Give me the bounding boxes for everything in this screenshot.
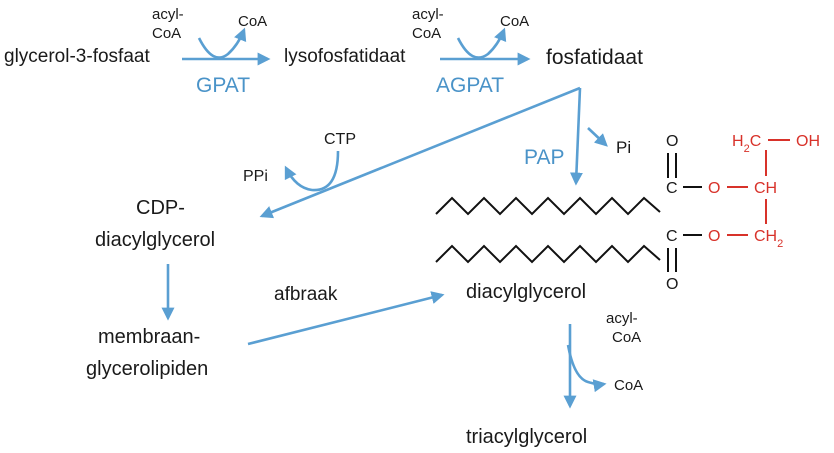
acyl-coa-1-label-top: acyl- (152, 6, 184, 23)
ctp-label: CTP (324, 131, 356, 148)
upper-carbonyl-carbon: C (666, 180, 678, 197)
glycerol-oh: OH (796, 133, 820, 150)
to-cdp-diacylglycerol-arrow (259, 86, 581, 219)
membrane-glycerolipids-label-line2: glycerolipiden (86, 358, 208, 380)
acyl-coa-2-label-top: acyl- (412, 6, 444, 23)
pap-enzyme-label: PAP (524, 146, 564, 169)
lysophosphatidate-label: lysofosfatidaat (284, 46, 406, 67)
agpat-cofactor-curve (456, 27, 507, 59)
glycerol-3-phosphate-label: glycerol-3-fosfaat (4, 46, 150, 67)
coa-out-1-label: CoA (238, 13, 267, 30)
lower-fatty-acid-chain (435, 244, 661, 264)
upper-carbonyl-oxygen: O (666, 133, 678, 150)
lower-carbonyl-carbon: C (666, 228, 678, 245)
acyl-coa-2-label-bottom: CoA (412, 25, 441, 42)
coa-out-3-label: CoA (614, 377, 643, 394)
pi-label: Pi (616, 138, 631, 157)
phosphatidate-label: fosfatidaat (546, 46, 643, 69)
membrane-glycerolipids-label-line1: membraan- (98, 326, 200, 348)
cdp-diacylglycerol-label-line1: CDP- (136, 197, 185, 219)
glycerol-h2c: H2C (732, 133, 761, 155)
ctp-ppi-curve (284, 150, 340, 192)
agpat-enzyme-label: AGPAT (436, 74, 504, 97)
lower-ester-oxygen: O (708, 228, 720, 245)
glycerol-ch: CH (754, 180, 777, 197)
triacylglycerol-label: triacylglycerol (466, 426, 587, 448)
acyl-coa-3-label-top: acyl- (606, 310, 638, 327)
afbraak-label: afbraak (274, 284, 338, 305)
diacylglycerol-label: diacylglycerol (466, 281, 586, 303)
pap-reaction-arrow (569, 87, 583, 186)
gpat-cofactor-curve (197, 27, 247, 59)
acyl-coa-3-curve (566, 344, 607, 393)
ppi-label: PPi (243, 168, 268, 185)
pi-release-arrow (587, 127, 608, 147)
cdp-diacylglycerol-label-line2: diacylglycerol (95, 229, 215, 251)
gpat-enzyme-label: GPAT (196, 74, 250, 97)
acyl-coa-3-label-bottom: CoA (612, 329, 641, 346)
upper-fatty-acid-chain (435, 196, 661, 216)
lower-carbonyl-oxygen: O (666, 276, 678, 293)
degradation-arrow (247, 291, 445, 346)
glycerol-ch2: CH2 (754, 228, 783, 250)
coa-out-2-label: CoA (500, 13, 529, 30)
upper-ester-oxygen: O (708, 180, 720, 197)
acyl-coa-1-label-bottom: CoA (152, 25, 181, 42)
